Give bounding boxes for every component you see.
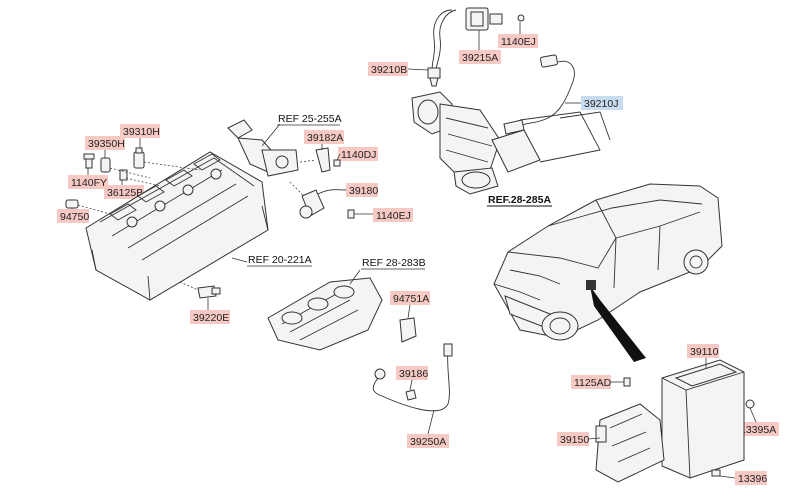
- bracket-94751A: [399, 304, 417, 343]
- svg-text:39210J: 39210J: [584, 98, 618, 110]
- sensor-39180[interactable]: [289, 181, 347, 219]
- callout-1140EJ-mid[interactable]: 1140EJ: [373, 208, 413, 222]
- svg-text:39182A: 39182A: [307, 132, 343, 144]
- svg-text:39210B: 39210B: [371, 64, 407, 76]
- callout-39180[interactable]: 39180: [346, 183, 378, 197]
- leader-lines-top: [407, 22, 581, 104]
- connector-94750: [65, 199, 79, 209]
- callout-39220E[interactable]: 39220E: [190, 310, 230, 324]
- svg-text:39150: 39150: [560, 434, 589, 446]
- thermostat-housing: [227, 119, 299, 177]
- svg-text:1125AD: 1125AD: [574, 377, 612, 389]
- svg-text:39250A: 39250A: [410, 436, 446, 448]
- callout-94750[interactable]: 94750: [57, 209, 89, 223]
- catalytic-converter: [411, 91, 611, 195]
- bolt-13396: [711, 469, 736, 479]
- callout-94751A[interactable]: 94751A: [390, 291, 430, 305]
- ref-28-285A[interactable]: REF.28-285A: [487, 194, 552, 207]
- svg-text:1140DJ: 1140DJ: [341, 149, 376, 161]
- callout-13396[interactable]: 13396: [735, 471, 767, 485]
- knock-sensor-harness[interactable]: [372, 343, 453, 435]
- callout-39210B[interactable]: 39210B: [368, 62, 408, 76]
- svg-text:39350H: 39350H: [88, 138, 125, 150]
- bolt-1140FY: [83, 153, 95, 169]
- svg-text:94750: 94750: [60, 211, 89, 223]
- bolt-1140EJ-mid: [347, 209, 373, 219]
- ecu-module[interactable]: [661, 358, 745, 479]
- svg-text:1140EJ: 1140EJ: [376, 210, 411, 222]
- svg-text:36125B: 36125B: [107, 187, 143, 199]
- callout-1140FY[interactable]: 1140FY: [68, 175, 108, 189]
- callout-39110[interactable]: 39110: [687, 344, 719, 358]
- bolt-36125B: [119, 169, 128, 181]
- front-oxygen-sensor[interactable]: [503, 54, 575, 135]
- temperature-sensor[interactable]: [179, 281, 221, 310]
- svg-text:39220E: 39220E: [193, 312, 229, 324]
- callout-39210J[interactable]: 39210J: [581, 96, 623, 110]
- callout-39186[interactable]: 39186: [396, 366, 428, 380]
- svg-text:13395A: 13395A: [740, 424, 776, 436]
- bolt-1140DJ: [333, 153, 341, 167]
- rear-oxygen-sensor[interactable]: [427, 7, 525, 87]
- ecu-bracket: [588, 403, 665, 483]
- callout-1140DJ[interactable]: 1140DJ: [338, 147, 378, 161]
- callout-39250A[interactable]: 39250A: [407, 434, 449, 448]
- svg-text:REF.28-285A: REF.28-285A: [488, 194, 551, 206]
- callout-39215A[interactable]: 39215A: [459, 50, 501, 64]
- callout-36125B[interactable]: 36125B: [104, 185, 144, 199]
- svg-text:39186: 39186: [399, 368, 428, 380]
- ref-20-221A[interactable]: REF 20-221A: [247, 254, 312, 267]
- callout-39310H[interactable]: 39310H: [120, 124, 160, 138]
- svg-text:1140FY: 1140FY: [71, 177, 107, 189]
- leader-lines-head: [71, 138, 248, 263]
- svg-text:39215A: 39215A: [462, 52, 498, 64]
- sensor-39182A[interactable]: [299, 144, 331, 173]
- bolt-1125AD: [611, 377, 631, 387]
- callout-39150[interactable]: 39150: [557, 432, 589, 446]
- vehicle-illustration: [493, 183, 723, 341]
- svg-text:REF 25-255A: REF 25-255A: [278, 113, 342, 125]
- ref-25-255A[interactable]: REF 25-255A: [277, 113, 342, 126]
- cylinder-head: [85, 151, 269, 301]
- intake-manifold: [267, 269, 383, 351]
- svg-text:39180: 39180: [349, 185, 378, 197]
- callout-labels: 39215A 1140EJ 39210B 39210J REF 25-255A …: [57, 34, 779, 485]
- svg-text:13396: 13396: [738, 473, 767, 485]
- svg-text:REF 28-283B: REF 28-283B: [362, 257, 426, 269]
- sensor-39350H[interactable]: [100, 157, 111, 173]
- svg-text:94751A: 94751A: [393, 293, 429, 305]
- svg-text:39310H: 39310H: [123, 126, 160, 138]
- callout-39182A[interactable]: 39182A: [304, 130, 344, 144]
- ref-28-283B[interactable]: REF 28-283B: [361, 257, 426, 270]
- callout-1140EJ-top[interactable]: 1140EJ: [498, 34, 538, 48]
- callout-39350H[interactable]: 39350H: [85, 136, 125, 150]
- svg-text:1140EJ: 1140EJ: [501, 36, 536, 48]
- svg-text:39110: 39110: [690, 346, 719, 358]
- callout-13395A[interactable]: 13395A: [737, 422, 779, 436]
- callout-1125AD[interactable]: 1125AD: [571, 375, 612, 389]
- ecu-location-pointer: [586, 280, 646, 362]
- cam-position-sensor[interactable]: [133, 147, 145, 169]
- nut-13395A: [745, 399, 757, 423]
- svg-text:REF 20-221A: REF 20-221A: [248, 254, 312, 266]
